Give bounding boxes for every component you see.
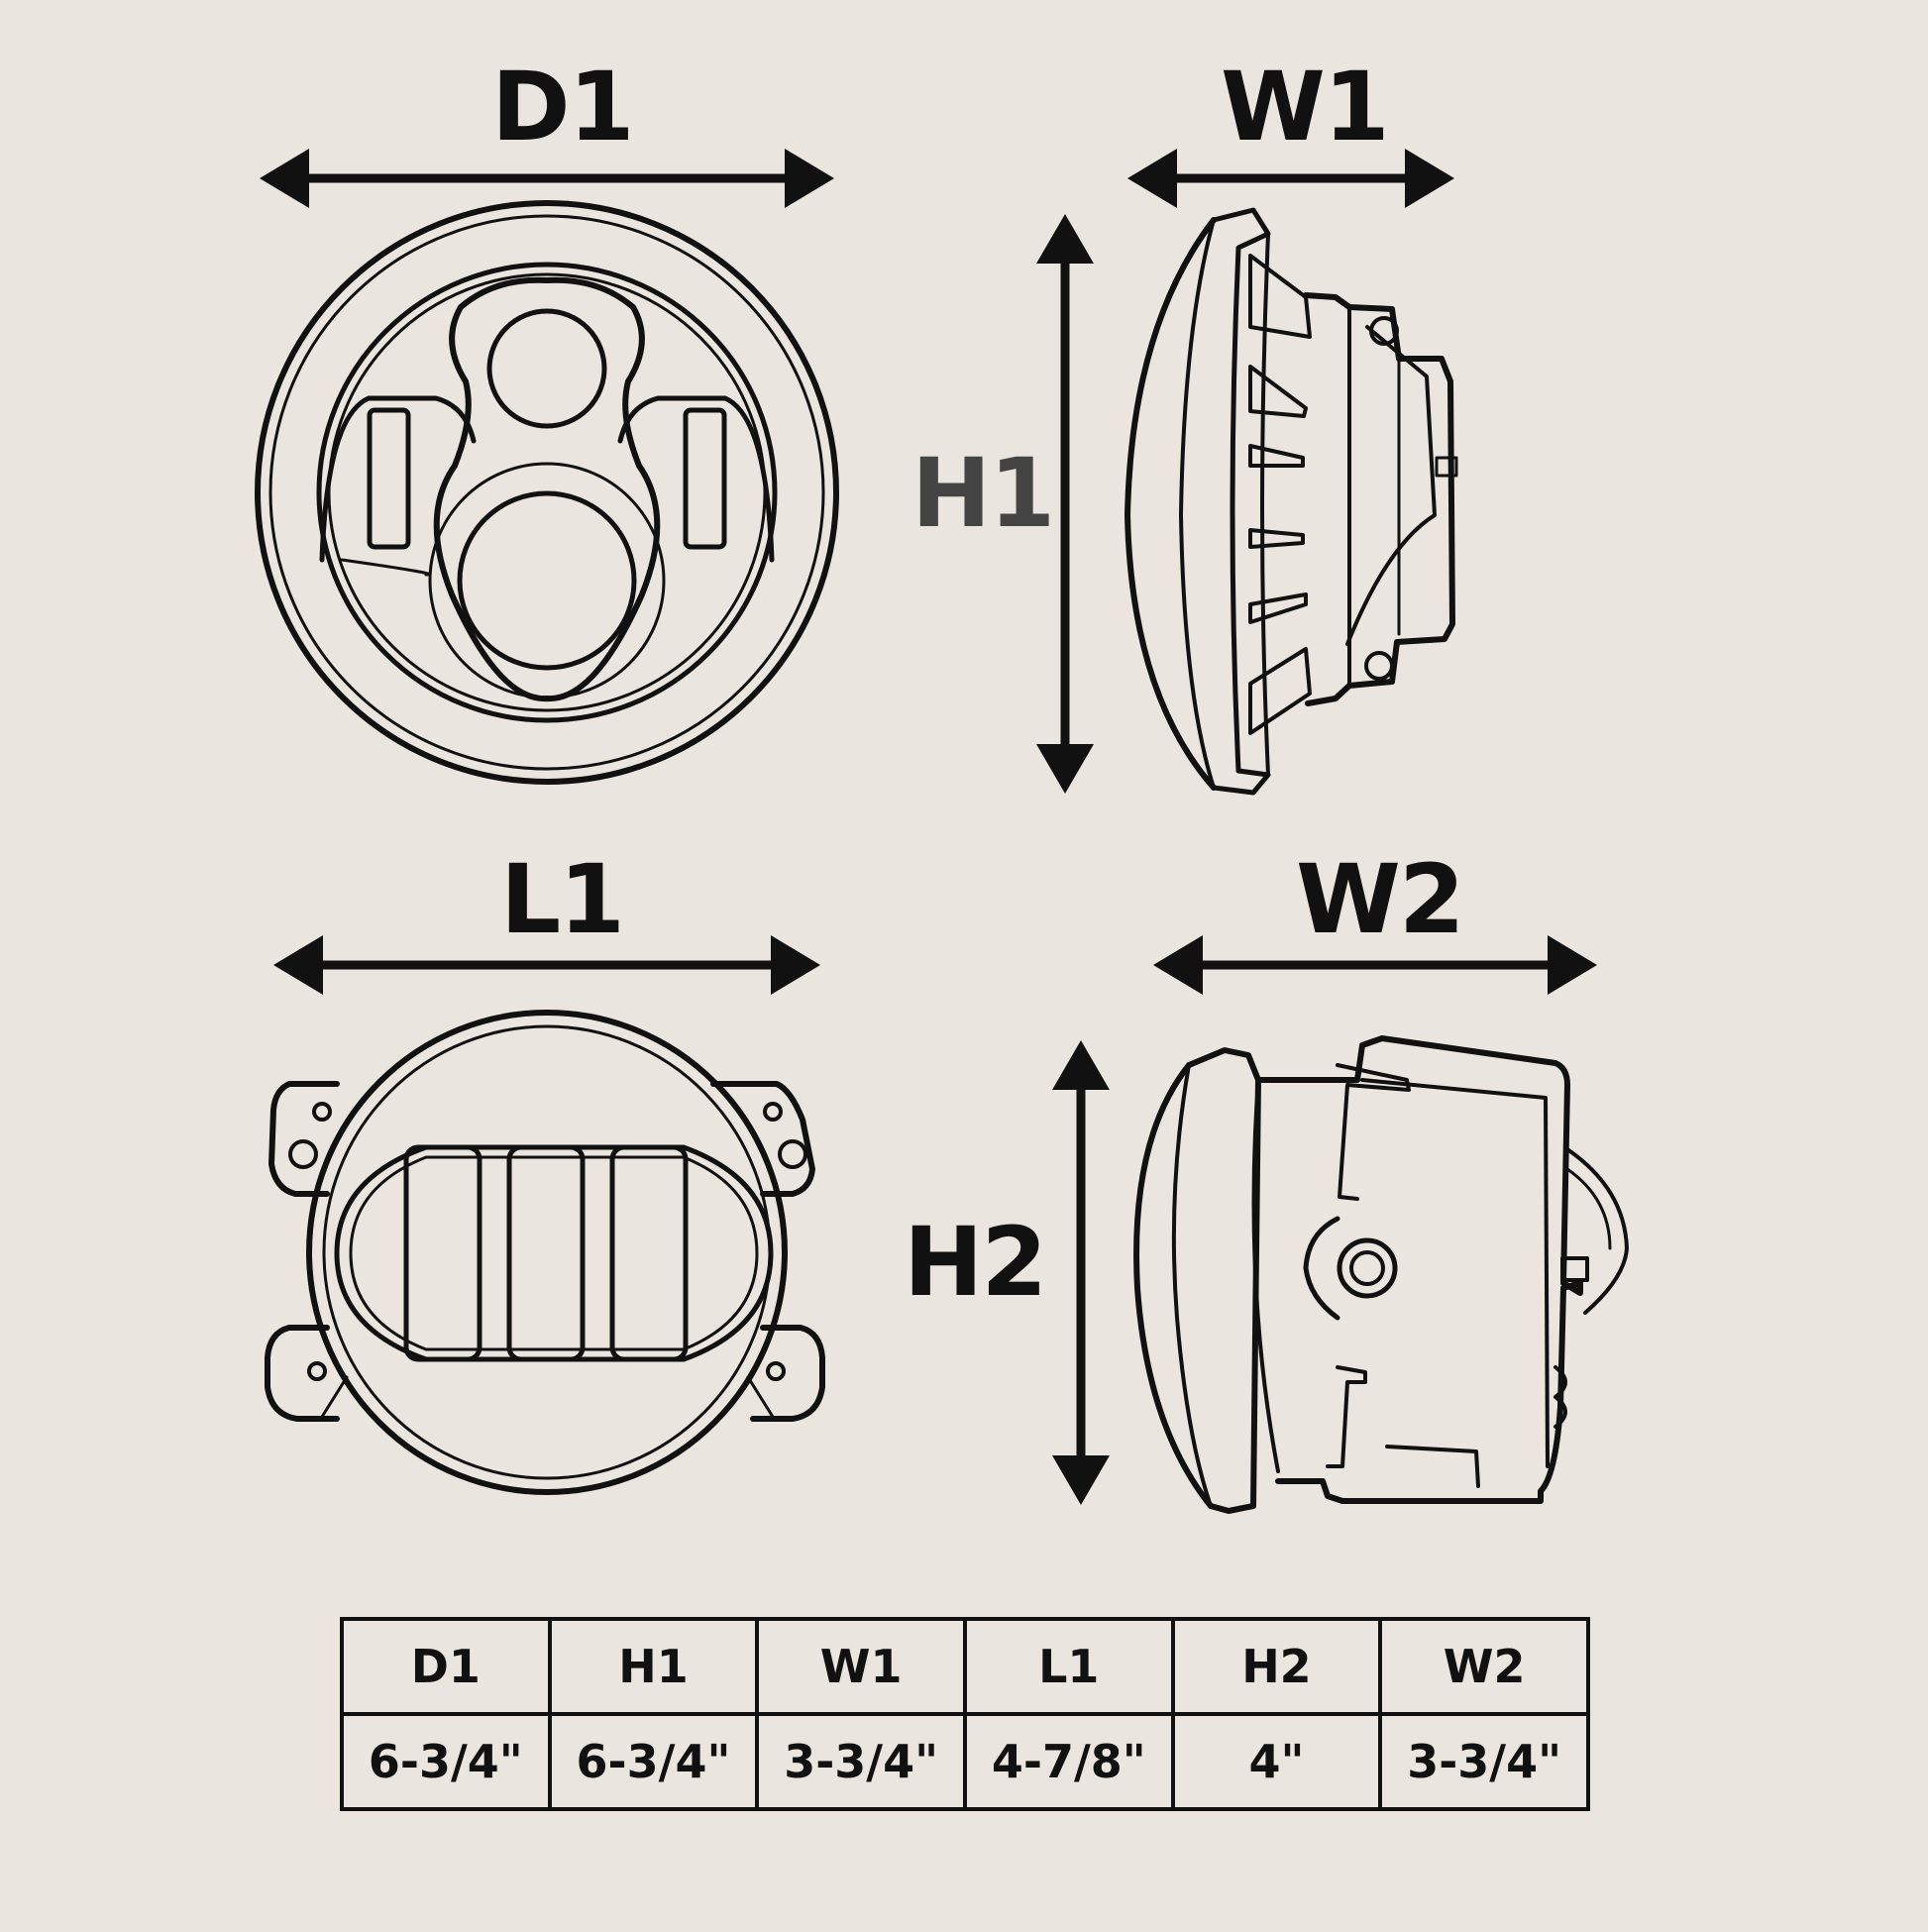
value-cell: 6-3/4": [340, 1712, 552, 1811]
label-w1: W1: [1221, 52, 1390, 162]
value-cell: 6-3/4": [547, 1712, 760, 1811]
header-cell: H2: [1170, 1617, 1383, 1716]
label-d1: D1: [491, 52, 634, 162]
arrow-w1: [1127, 149, 1454, 208]
label-h2: H2: [904, 1207, 1047, 1318]
foglight-side-view: [1133, 1035, 1629, 1514]
header-cell: D1: [340, 1617, 552, 1716]
value-cell: 4-7/8": [962, 1712, 1175, 1811]
header-cell: W1: [755, 1617, 967, 1716]
headlight-front-view: [255, 200, 839, 785]
table-header-row: D1 H1 W1 L1 H2 W2: [340, 1617, 1590, 1716]
header-cell: W2: [1378, 1617, 1590, 1716]
label-h1: H1: [911, 438, 1055, 549]
arrow-d1: [260, 149, 834, 208]
headlight-side-view: [1125, 207, 1458, 796]
value-cell: 3-3/4": [755, 1712, 967, 1811]
table-value-row: 6-3/4" 6-3/4" 3-3/4" 4-7/8" 4" 3-3/4": [340, 1712, 1590, 1811]
arrow-h2: [1052, 1040, 1110, 1505]
arrow-l1: [273, 935, 820, 995]
foglight-front-view: [265, 1010, 825, 1495]
header-cell: H1: [547, 1617, 760, 1716]
label-l1: L1: [500, 844, 625, 955]
header-cell: L1: [962, 1617, 1175, 1716]
dimensions-table: D1 H1 W1 L1 H2 W2 6-3/4" 6-3/4" 3-3/4" 4…: [340, 1617, 1590, 1811]
label-w2: W2: [1296, 844, 1465, 955]
value-cell: 3-3/4": [1378, 1712, 1590, 1811]
arrow-w2: [1153, 935, 1597, 995]
arrow-h1: [1036, 214, 1094, 794]
value-cell: 4": [1170, 1712, 1383, 1811]
